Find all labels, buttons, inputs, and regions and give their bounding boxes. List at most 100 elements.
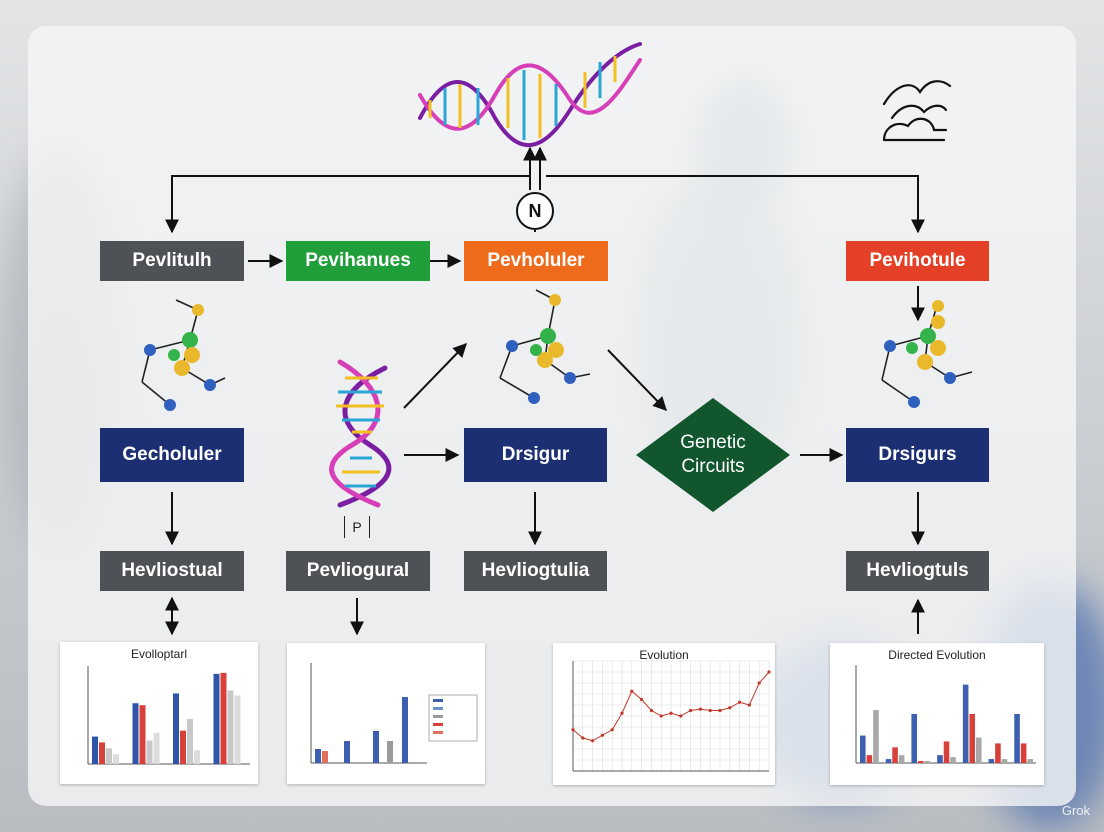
data-point xyxy=(698,707,702,711)
chart-plot xyxy=(310,663,478,764)
data-point xyxy=(620,711,624,715)
bar xyxy=(885,759,892,763)
diamond-line-2: Circuits xyxy=(681,456,745,477)
box-gecholuler: Gecholuler xyxy=(100,428,244,482)
bar xyxy=(153,732,160,764)
bar xyxy=(139,705,146,764)
bar xyxy=(873,710,879,763)
bar xyxy=(892,747,898,763)
bar xyxy=(402,697,408,763)
bar xyxy=(132,703,139,764)
bar xyxy=(99,742,105,764)
bar xyxy=(213,673,220,764)
box-pevliogural: Pevliogural xyxy=(286,551,430,591)
chart-directed-evolution: Directed Evolution xyxy=(830,643,1044,785)
bar xyxy=(234,695,241,764)
bar xyxy=(860,735,866,763)
p-label: P xyxy=(344,516,370,538)
bar xyxy=(969,714,975,763)
box-drsigurs: Drsigurs xyxy=(846,428,989,482)
box-hevliogtuls: Hevliogtuls xyxy=(846,551,989,591)
bar xyxy=(322,751,328,763)
bar xyxy=(943,741,950,763)
chart-title: Directed Evolution xyxy=(888,648,986,662)
bar xyxy=(1014,714,1020,763)
bar xyxy=(194,750,200,764)
bar xyxy=(373,731,379,763)
data-point xyxy=(679,714,683,718)
data-point xyxy=(718,708,722,713)
chart-title: Evolution xyxy=(639,648,689,662)
bar xyxy=(113,754,119,764)
box-drsigur: Drsigur xyxy=(464,428,607,482)
data-point xyxy=(757,681,761,685)
bar xyxy=(937,755,943,763)
bar xyxy=(924,761,931,763)
bar xyxy=(911,714,917,763)
bar xyxy=(227,690,234,764)
bar xyxy=(187,718,193,764)
data-point xyxy=(630,689,634,693)
data-point xyxy=(767,670,771,674)
bar xyxy=(976,737,982,763)
data-point xyxy=(591,739,595,743)
chart-plot xyxy=(571,660,771,772)
data-point xyxy=(600,733,604,737)
data-point xyxy=(640,697,644,702)
bar xyxy=(950,757,956,763)
data-point xyxy=(669,711,673,715)
box-pevlitulh: Pevlitulh xyxy=(100,241,244,281)
bar xyxy=(1020,743,1027,763)
n-badge: N xyxy=(516,192,554,230)
bar xyxy=(995,743,1001,763)
bar xyxy=(387,741,393,763)
bar xyxy=(180,730,186,764)
box-pevholuler: Pevholuler xyxy=(464,241,608,281)
bar xyxy=(962,684,969,763)
legend-swatch xyxy=(433,731,443,734)
diamond-line-1: Genetic xyxy=(680,432,746,454)
bar xyxy=(315,749,321,763)
bar xyxy=(92,736,98,764)
chart-plot xyxy=(855,665,1036,764)
bar xyxy=(1001,759,1008,763)
bar xyxy=(220,672,227,764)
data-point xyxy=(689,708,693,713)
bar xyxy=(1027,759,1033,763)
legend-swatch xyxy=(433,723,443,726)
chart-evolution: Evolution xyxy=(553,643,775,785)
chart-evolloptarl: Evolloptarl xyxy=(60,642,258,784)
bar xyxy=(898,755,905,763)
grok-watermark: Grok xyxy=(1061,803,1090,818)
data-point xyxy=(738,700,742,704)
bar xyxy=(988,759,995,763)
chart-title: Evolloptarl xyxy=(130,647,188,661)
data-point xyxy=(649,708,653,713)
box-pevihotule: Pevihotule xyxy=(846,241,989,281)
legend-swatch xyxy=(433,707,443,710)
data-point xyxy=(728,706,732,710)
data-point xyxy=(708,708,712,713)
legend-swatch xyxy=(433,715,443,718)
bar xyxy=(106,748,112,764)
bar xyxy=(918,761,924,763)
chart-plot xyxy=(87,666,250,765)
data-point xyxy=(571,728,575,732)
data-point xyxy=(581,736,585,740)
legend-swatch xyxy=(433,699,443,702)
data-point xyxy=(659,714,663,718)
box-hevliogtulia: Hevliogtulia xyxy=(464,551,607,591)
bar xyxy=(866,755,873,763)
box-pevihanues: Pevihanues xyxy=(286,241,430,281)
box-hevliostual: Hevliostual xyxy=(100,551,244,591)
data-point xyxy=(610,728,614,732)
bar xyxy=(173,693,179,764)
chart-second xyxy=(287,643,485,784)
bar xyxy=(146,740,153,764)
